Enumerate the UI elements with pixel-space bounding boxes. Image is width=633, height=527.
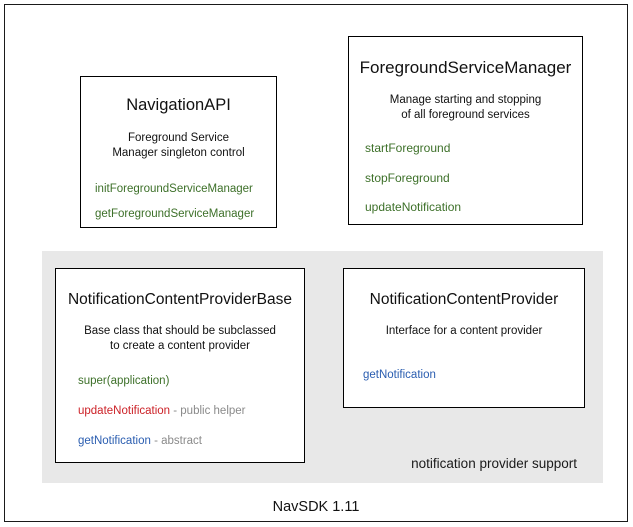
class-description-line: of all foreground services bbox=[401, 108, 530, 121]
class-description-line: Base class that should be subclassed bbox=[84, 325, 276, 337]
class-description-line: Manager singleton control bbox=[112, 146, 245, 159]
method-item[interactable]: getNotification - abstract bbox=[78, 435, 304, 449]
class-description-line: Interface for a content provider bbox=[385, 325, 543, 337]
method-name: updateNotification bbox=[78, 405, 171, 418]
class-description-line: Manage starting and stopping bbox=[389, 94, 542, 106]
class-box-notification-content-provider[interactable]: NotificationContentProvider Interface fo… bbox=[343, 268, 585, 408]
method-item[interactable]: getForegroundServiceManager bbox=[95, 208, 276, 222]
method-list-notification-content-provider-base: super(application) updateNotification - … bbox=[56, 375, 304, 448]
method-item[interactable]: initForegroundServiceManager bbox=[95, 183, 276, 197]
class-box-foreground-service-manager[interactable]: ForegroundServiceManager Manage starting… bbox=[348, 36, 583, 225]
class-description-line: to create a content provider bbox=[110, 339, 250, 352]
class-description-navigation-api: Foreground Service Manager singleton con… bbox=[81, 131, 276, 160]
diagram-outer-frame: notification provider support Navigation… bbox=[4, 4, 628, 522]
class-title-notification-content-provider: NotificationContentProvider bbox=[369, 291, 559, 308]
method-note: - public helper bbox=[170, 405, 246, 418]
method-item[interactable]: startForeground bbox=[365, 141, 582, 155]
method-list-foreground-service-manager: startForeground stopForeground updateNot… bbox=[349, 141, 582, 214]
class-title-notification-content-provider-base: NotificationContentProviderBase bbox=[67, 291, 292, 308]
method-item[interactable]: updateNotification - public helper bbox=[78, 405, 304, 419]
method-item[interactable]: updateNotification bbox=[365, 200, 582, 214]
method-item[interactable]: super(application) bbox=[78, 375, 304, 389]
method-name: updateNotification bbox=[365, 200, 462, 215]
class-title-foreground-service-manager: ForegroundServiceManager bbox=[359, 58, 572, 77]
method-list-notification-content-provider: getNotification bbox=[344, 369, 584, 383]
method-name: getNotification bbox=[78, 435, 151, 448]
footer-caption: NavSDK 1.11 bbox=[272, 499, 360, 515]
method-list-navigation-api: initForegroundServiceManager getForegrou… bbox=[81, 183, 276, 222]
method-name: initForegroundServiceManager bbox=[95, 183, 253, 196]
method-name: startForeground bbox=[365, 141, 451, 156]
class-description-line: Foreground Service bbox=[128, 132, 229, 144]
class-description-foreground-service-manager: Manage starting and stopping of all fore… bbox=[349, 93, 582, 122]
class-description-notification-content-provider: Interface for a content provider bbox=[344, 324, 584, 339]
method-item[interactable]: getNotification bbox=[363, 369, 584, 383]
method-note: - abstract bbox=[150, 435, 203, 448]
group-panel-label: notification provider support bbox=[411, 456, 577, 471]
method-name: getForegroundServiceManager bbox=[95, 208, 255, 221]
class-box-navigation-api[interactable]: NavigationAPI Foreground Service Manager… bbox=[80, 76, 277, 228]
method-name: getNotification bbox=[363, 368, 436, 381]
class-title-navigation-api: NavigationAPI bbox=[126, 96, 231, 114]
method-name: super(application) bbox=[78, 375, 170, 388]
class-box-notification-content-provider-base[interactable]: NotificationContentProviderBase Base cla… bbox=[55, 268, 305, 463]
method-item[interactable]: stopForeground bbox=[365, 171, 582, 185]
method-name: stopForeground bbox=[365, 170, 450, 185]
class-description-notification-content-provider-base: Base class that should be subclassed to … bbox=[56, 324, 304, 353]
